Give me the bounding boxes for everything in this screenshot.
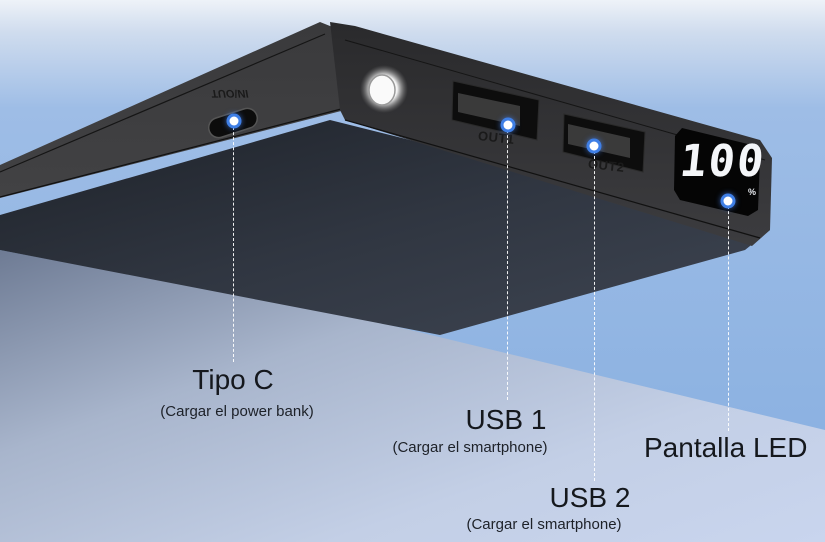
tipo-c-marker-dot	[229, 116, 239, 126]
led-display-unit: %	[748, 187, 757, 197]
usb2-title: USB 2	[549, 482, 631, 513]
usb1-subtitle: (Cargar el smartphone)	[392, 439, 548, 456]
usb1-marker-dot	[503, 120, 513, 130]
usb1-title: USB 1	[465, 404, 547, 435]
led-marker-dot	[723, 196, 733, 206]
usb2-subtitle: (Cargar el smartphone)	[466, 516, 622, 533]
inout-port-label: IN/OUT	[209, 87, 250, 99]
tipo-c-title: Tipo C	[192, 364, 274, 395]
led-title: Pantalla LED	[644, 432, 808, 463]
led-leader-line	[728, 201, 729, 431]
led-display-value: 100	[677, 136, 769, 187]
usb1-leader-line	[507, 125, 508, 400]
usb2-marker-dot	[589, 141, 599, 151]
usb2-leader-line	[594, 146, 595, 481]
tipo-c-leader-line	[233, 122, 234, 362]
tipo-c-subtitle: (Cargar el power bank)	[160, 403, 314, 420]
